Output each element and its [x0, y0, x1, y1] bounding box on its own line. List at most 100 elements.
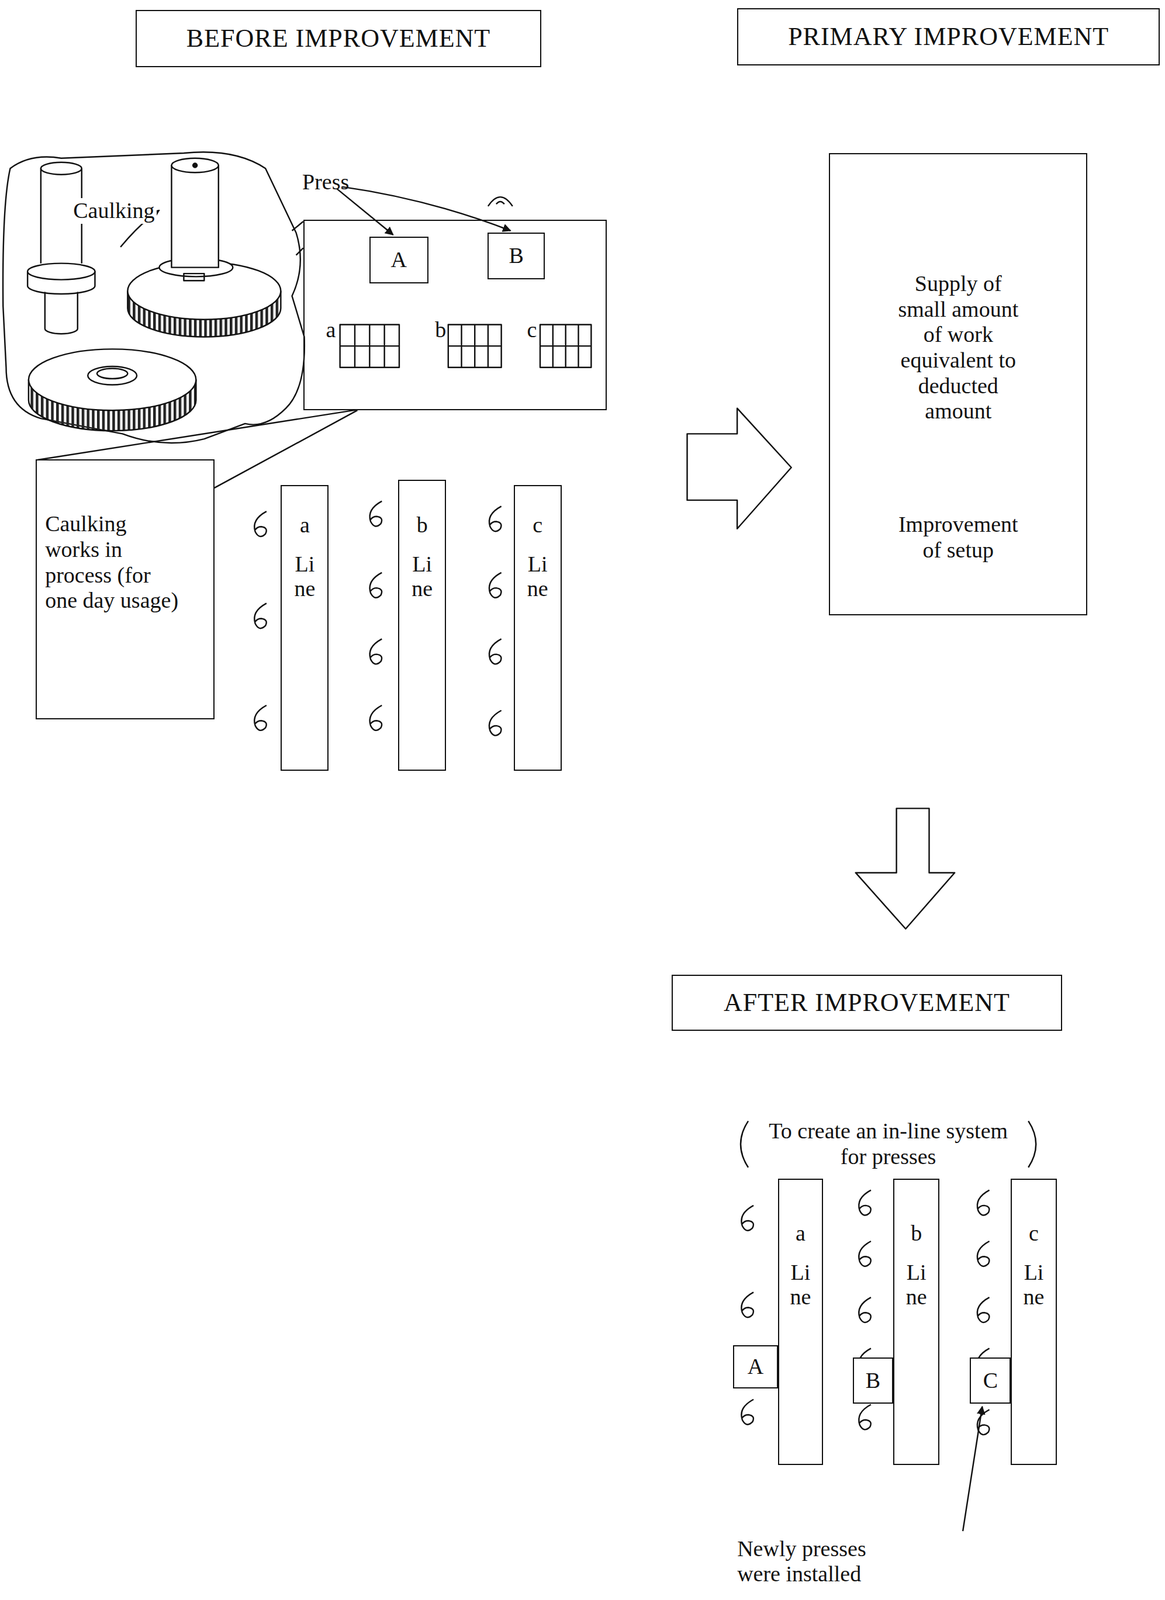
- assembly-line: aLine: [280, 485, 329, 772]
- observer-eye: [488, 196, 513, 207]
- worker-symbol: [858, 1404, 871, 1430]
- press-box: B: [852, 1357, 894, 1405]
- section-heading: PRIMARY IMPROVEMENT: [737, 8, 1160, 66]
- worker-symbol: [489, 710, 502, 736]
- worker-symbol: [977, 1190, 990, 1216]
- caulking-part-left: [27, 162, 95, 334]
- press-box: C: [969, 1357, 1011, 1405]
- worker-symbol: [741, 1205, 754, 1232]
- part-label: Caulking: [71, 198, 157, 224]
- drawing-stroke: [171, 165, 219, 268]
- line-letter: b: [416, 512, 428, 539]
- part-label: Press: [302, 169, 349, 196]
- section-heading: AFTER IMPROVEMENT: [671, 975, 1062, 1032]
- drawing-stroke: [296, 247, 304, 255]
- worker-symbol: [254, 603, 267, 629]
- line-letter: c: [1028, 1221, 1039, 1247]
- tray: [448, 324, 502, 368]
- node-text: Caulking works in process (for one day u…: [45, 511, 181, 614]
- line-name: Line: [1022, 1260, 1046, 1310]
- drawing-stroke: [183, 273, 205, 281]
- drawing-stroke: [87, 366, 137, 385]
- worker-symbol: [489, 638, 502, 665]
- worker-symbol: [370, 572, 383, 598]
- worker-symbol: [977, 1409, 990, 1436]
- leader-line: [37, 409, 358, 461]
- node-text: Improvement of setup: [887, 512, 1029, 563]
- tray-letter: b: [434, 317, 447, 344]
- line-letter: c: [532, 512, 543, 539]
- worker-symbol: [254, 511, 267, 537]
- node-text: B: [509, 243, 524, 269]
- worker-symbol: [858, 1190, 871, 1216]
- callout-box: Caulking works in process (for one day u…: [35, 459, 215, 720]
- line-name: Line: [410, 552, 434, 602]
- worker-symbol: [370, 638, 383, 665]
- press-arrow: [341, 187, 511, 231]
- trays: [340, 324, 592, 368]
- assembly-line: cLine: [1010, 1179, 1057, 1465]
- note-text: Newly presses were installed: [737, 1536, 891, 1588]
- worker-symbol: [254, 705, 267, 731]
- hollow-arrow: [855, 808, 955, 929]
- node-text: C: [983, 1368, 998, 1395]
- node-text: Supply of small amount of work equivalen…: [887, 271, 1029, 425]
- node-text: B: [865, 1368, 881, 1395]
- drawing-stroke: [97, 368, 128, 379]
- tray: [340, 324, 400, 368]
- caulking-part-right: [127, 158, 281, 338]
- gear-disc: [28, 348, 196, 431]
- line-name: Line: [526, 552, 549, 602]
- drawing-stroke: [27, 263, 95, 280]
- hollow-arrow: [687, 408, 792, 530]
- node-text: BEFORE IMPROVEMENT: [186, 23, 491, 54]
- press-arrow: [336, 188, 393, 235]
- node-text: AFTER IMPROVEMENT: [723, 988, 1011, 1019]
- press-box: B: [487, 232, 545, 280]
- note-arrow: [962, 1407, 983, 1532]
- line-letter: b: [910, 1221, 922, 1247]
- drawing-stroke: [171, 158, 219, 173]
- node-text: A: [747, 1354, 764, 1381]
- drawing-stroke: [45, 292, 78, 335]
- worker-symbol: [370, 501, 383, 527]
- zoom-cloud: [2, 151, 305, 444]
- line-letter: a: [795, 1221, 806, 1247]
- section-heading: BEFORE IMPROVEMENT: [135, 9, 541, 68]
- node-text: A: [391, 247, 407, 273]
- tray-letter: c: [527, 317, 538, 344]
- tray-grid: [448, 345, 502, 347]
- worker-symbol: [977, 1241, 990, 1267]
- drawing-stroke: [192, 163, 197, 168]
- bracket: [1028, 1121, 1036, 1168]
- assembly-line: cLine: [513, 485, 562, 772]
- leader-line: [214, 410, 358, 489]
- note-text: To create an in-line system for presses: [765, 1118, 1011, 1170]
- worker-symbol: [858, 1297, 871, 1323]
- assembly-line: bLine: [398, 479, 447, 772]
- press-box: A: [733, 1345, 779, 1389]
- worker-symbol: [741, 1399, 754, 1426]
- line-name: Line: [293, 552, 316, 602]
- worker-symbol: [370, 705, 383, 731]
- bracket: [740, 1121, 749, 1168]
- tray-grid: [340, 345, 400, 347]
- assembly-line: aLine: [778, 1179, 824, 1465]
- worker-symbol: [489, 572, 502, 598]
- line-name: Line: [905, 1260, 928, 1310]
- tray-letter: a: [325, 317, 336, 344]
- press-area: a b c A B: [303, 219, 607, 411]
- tray-grid: [540, 345, 591, 347]
- assembly-line: bLine: [893, 1179, 940, 1465]
- node-text: PRIMARY IMPROVEMENT: [787, 22, 1109, 53]
- line-letter: a: [299, 512, 310, 539]
- drawing-stroke: [40, 162, 82, 175]
- worker-symbol: [858, 1241, 871, 1267]
- drawing-stroke: [292, 221, 304, 231]
- tray: [540, 324, 591, 368]
- worker-symbol: [977, 1297, 990, 1323]
- drawing-stroke: [27, 285, 95, 295]
- workers: [254, 501, 990, 1436]
- worker-symbol: [489, 506, 502, 532]
